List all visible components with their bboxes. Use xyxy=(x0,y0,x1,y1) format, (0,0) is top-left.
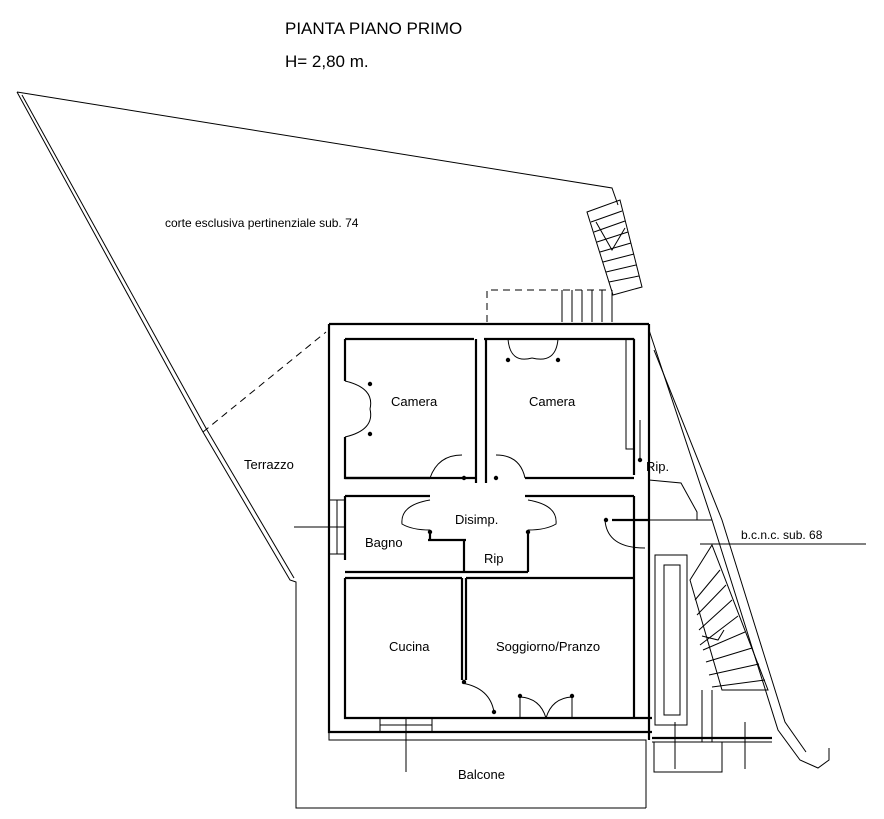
label-rip-right: Rip. xyxy=(646,459,669,474)
window-bagno xyxy=(294,499,346,555)
door-cucina xyxy=(461,679,497,715)
window-cucina xyxy=(379,717,433,772)
label-camera-right: Camera xyxy=(529,394,576,409)
label-terrazzo: Terrazzo xyxy=(244,457,294,472)
entrance-steps xyxy=(486,289,613,322)
stair-lower xyxy=(689,543,769,691)
label-bcnc: b.c.n.c. sub. 68 xyxy=(741,528,823,542)
door-camera-right-bottom xyxy=(493,454,526,481)
label-camera-left: Camera xyxy=(391,394,438,409)
door-rip-right xyxy=(637,420,643,463)
external-walls xyxy=(327,322,652,740)
label-corte: corte esclusiva pertinenziale sub. 74 xyxy=(165,216,359,230)
label-cucina: Cucina xyxy=(389,639,430,654)
plan-title: PIANTA PIANO PRIMO xyxy=(285,19,462,38)
door-camera-right xyxy=(505,338,561,363)
door-camera-left xyxy=(344,380,373,438)
label-bagno: Bagno xyxy=(365,535,403,550)
door-bagno xyxy=(401,499,433,535)
label-rip-center: Rip xyxy=(484,551,504,566)
door-balcone xyxy=(517,693,575,719)
terrace-dashed-line xyxy=(202,331,327,433)
door-camera-left-bottom xyxy=(429,454,467,481)
door-disimp-right xyxy=(525,499,557,535)
label-disimp: Disimp. xyxy=(455,512,498,527)
label-balcone: Balcone xyxy=(458,767,505,782)
label-soggiorno: Soggiorno/Pranzo xyxy=(496,639,600,654)
door-soggiorno-entry xyxy=(603,517,646,549)
balcony xyxy=(328,732,647,808)
stair-top xyxy=(586,199,643,296)
plan-height: H= 2,80 m. xyxy=(285,52,369,71)
window-camera-right xyxy=(625,338,635,450)
right-boundary xyxy=(648,329,830,773)
courtyard-boundary xyxy=(16,91,646,809)
